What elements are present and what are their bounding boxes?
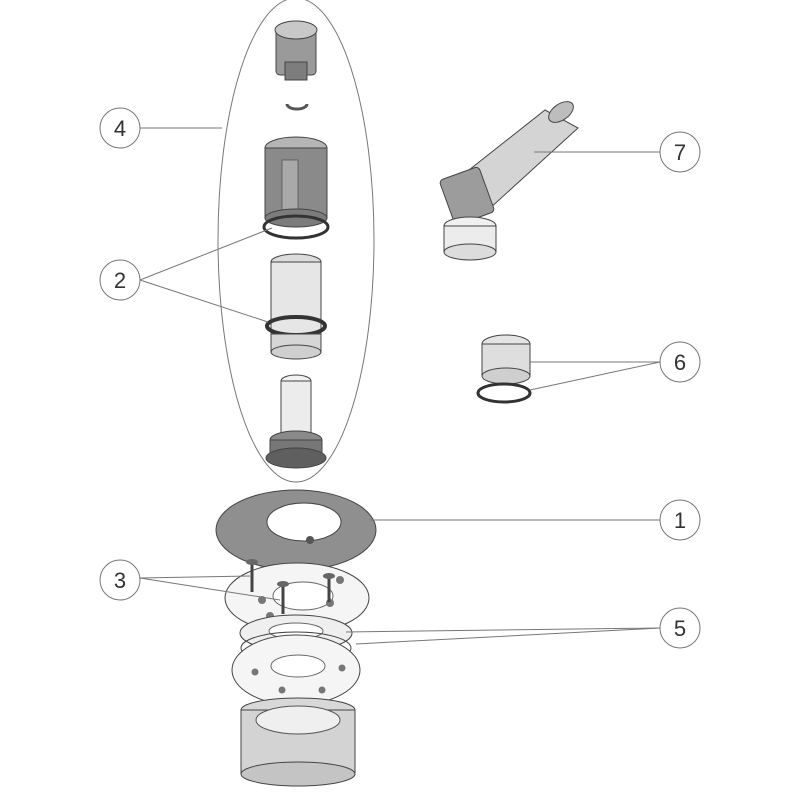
screws-part: [246, 559, 335, 614]
callout-4: 4: [99, 107, 141, 149]
callout-3-label: 3: [114, 568, 126, 593]
inner-tube-part: [265, 253, 327, 360]
sleeve-part: [280, 374, 312, 434]
lower-flange-part: [231, 634, 361, 706]
adapter-tool-part: [439, 101, 579, 261]
gasket-plate-part: [215, 489, 377, 571]
retaining-clip-part: [285, 103, 309, 111]
callout-7: 7: [659, 131, 701, 173]
callout-7-label: 7: [674, 140, 686, 165]
base-housing-part: [240, 697, 356, 787]
callout-1-label: 1: [674, 508, 686, 533]
callout-6-label: 6: [674, 350, 686, 375]
screw-flange-part: [224, 562, 370, 634]
nozzle-cap-part: [274, 20, 318, 81]
nozzle-housing-part: [264, 136, 328, 228]
base-nut-part: [265, 430, 327, 469]
plug-part: [476, 334, 532, 404]
plug-o-ring-part: [476, 382, 532, 404]
callout-4-label: 4: [114, 116, 126, 141]
group-4-outline: [217, 0, 375, 483]
o-ring-upper-part: [262, 214, 330, 240]
callout-6: 6: [659, 341, 701, 383]
leader-lines: [139, 127, 661, 645]
callout-2: 2: [99, 259, 141, 301]
callout-5-label: 5: [674, 616, 686, 641]
callout-5: 5: [659, 607, 701, 649]
callout-3: 3: [99, 559, 141, 601]
callout-2-label: 2: [114, 268, 126, 293]
callout-1: 1: [659, 499, 701, 541]
